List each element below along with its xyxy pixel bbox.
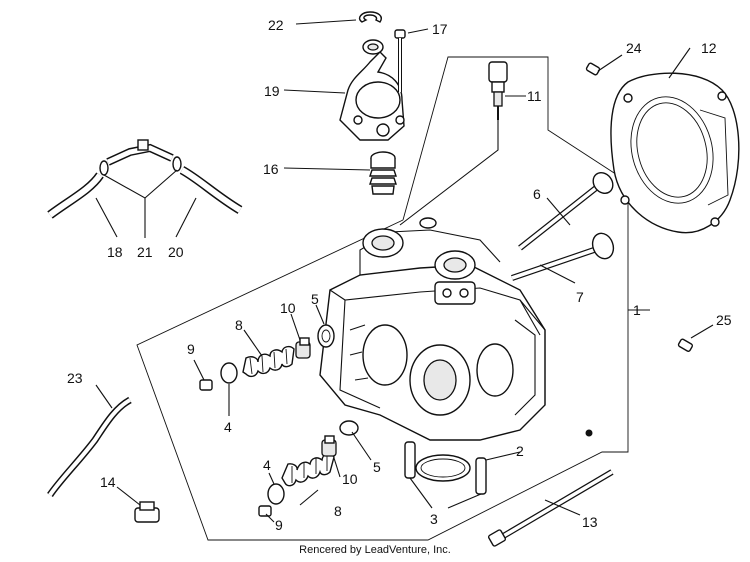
callout-labels: 1 2 3 4 4 5 5 6 7 8 8 9 9 10 10 11 12 13… [67,17,732,533]
callout-12: 12 [701,40,717,56]
intake-valve [511,232,615,281]
temperature-sensor [488,61,508,120]
callout-1: 1 [633,302,641,318]
housing-bolt [394,29,406,92]
callout-6: 6 [533,186,541,202]
thermostat [369,151,397,195]
callout-4-lower: 4 [263,457,271,473]
callout-10-lower: 10 [342,471,358,487]
callout-4-upper: 4 [224,419,232,435]
spring-retainer-upper [220,362,238,384]
callout-11: 11 [527,88,542,104]
callout-3: 3 [430,511,438,527]
callout-24: 24 [626,40,642,56]
callout-25: 25 [716,312,732,328]
leader-lines [95,19,714,523]
callout-10-upper: 10 [280,300,296,316]
gasket-ring [415,454,471,482]
callout-22: 22 [268,17,284,33]
callout-8-lower: 8 [334,503,342,519]
valve-spring-lower [281,453,335,487]
valve-seal-upper [295,337,311,359]
fitting-25 [677,338,694,352]
valve-keeper-upper [199,379,213,391]
callout-18: 18 [107,244,123,260]
spring-retainer-lower [267,483,285,505]
callout-9-upper: 9 [187,341,195,357]
valve-spring-upper [242,345,295,378]
callout-2: 2 [516,443,524,459]
hose-clamp-top [358,11,382,23]
fitting-24 [585,62,601,76]
callout-5-upper: 5 [311,291,319,307]
callout-13: 13 [582,514,598,530]
thermostat-housing [339,39,405,141]
callout-14: 14 [100,474,116,490]
callout-21: 21 [137,244,153,260]
callout-9-lower: 9 [275,517,283,533]
callout-23: 23 [67,370,83,386]
callout-16: 16 [263,161,279,177]
callout-17: 17 [432,21,448,37]
assembly-frame [136,56,629,541]
hose-assembly [47,139,243,219]
exhaust-valve [518,172,614,251]
spring-seat-lower [339,420,359,436]
cylinder-head [319,217,546,441]
callout-8-upper: 8 [235,317,243,333]
spring-seat-upper [317,324,335,348]
plug [134,501,160,523]
callout-5-lower: 5 [373,459,381,475]
locator-dot [585,429,593,437]
valve-seal-lower [321,435,337,457]
callout-20: 20 [168,244,184,260]
valve-keeper-lower [258,505,272,517]
callout-19: 19 [264,83,280,99]
head-gasket [610,72,740,234]
footer-credit: Rencered by LeadVenture, Inc. [299,544,451,556]
head-bolt [487,469,614,547]
callout-7: 7 [576,289,584,305]
